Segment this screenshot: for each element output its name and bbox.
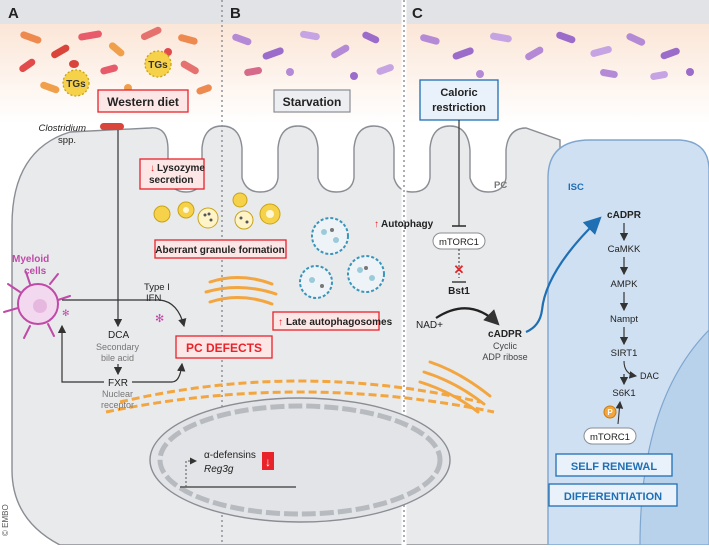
autophagy-arrow-icon: ↑ bbox=[374, 219, 379, 230]
late-autophagosomes-box bbox=[272, 311, 380, 331]
western-diet-label: Western diet bbox=[107, 95, 179, 109]
triglyceride-droplet-2 bbox=[144, 50, 172, 78]
aberrant-granule-label: Aberrant granule formation bbox=[155, 245, 284, 256]
bacteria-starvation bbox=[232, 30, 394, 80]
phosphate-label: P bbox=[607, 408, 613, 417]
dca-label: DCA bbox=[108, 330, 129, 341]
myeloid-label-1: Myeloid bbox=[12, 254, 49, 265]
phosphate-icon bbox=[603, 405, 617, 419]
starvation-box bbox=[273, 89, 351, 113]
lysozyme-box bbox=[139, 158, 205, 190]
panel-c-label: C bbox=[412, 5, 423, 22]
bacteria-western bbox=[19, 26, 212, 95]
mtorc1-isc-label: mTORC1 bbox=[590, 432, 630, 443]
dac-label: DAC bbox=[640, 371, 660, 381]
late-autophagosomes-label: Late autophagosomes bbox=[286, 317, 393, 328]
lysozyme-label-1: Lysozyme bbox=[157, 163, 205, 174]
caloric-label-2: restriction bbox=[432, 102, 486, 114]
triglyceride-droplet-1 bbox=[62, 69, 90, 97]
panel-b-label: B bbox=[230, 5, 241, 22]
self-renewal-box bbox=[555, 453, 673, 477]
panel-header-bar bbox=[0, 0, 709, 24]
fxr-label: FXR bbox=[108, 378, 128, 389]
cadpr-export-arrow bbox=[525, 216, 602, 334]
myeloid-to-pc-defects-arrow bbox=[62, 299, 187, 328]
myeloid-label-2: cells bbox=[24, 266, 47, 277]
myeloid-cell bbox=[3, 271, 71, 339]
block-x-icon: ✕ bbox=[454, 262, 465, 277]
myeloid-star-icon: ✻ bbox=[62, 308, 70, 318]
isc-label: ISC bbox=[568, 182, 584, 193]
cadpr-isc-label: cADPR bbox=[607, 210, 642, 221]
pc-nucleus bbox=[149, 397, 451, 523]
autophagy-label: Autophagy bbox=[381, 219, 434, 230]
pc-label: PC bbox=[494, 180, 507, 191]
caloric-label-1: Caloric bbox=[440, 87, 477, 99]
receptor-label: receptor bbox=[101, 400, 134, 410]
s6k1-label: S6K1 bbox=[612, 388, 635, 399]
golgi-apparatus-c bbox=[418, 360, 492, 414]
type-i-label: Type I bbox=[144, 282, 170, 293]
mtorc1-isc-box bbox=[583, 427, 637, 445]
ampk-label: AMPK bbox=[611, 279, 639, 290]
sirt1-dac-arrow bbox=[623, 360, 638, 379]
cyclic-label: Cyclic bbox=[493, 341, 517, 351]
endoplasmic-reticulum bbox=[105, 379, 495, 414]
down-arrow-icon: ↓ bbox=[265, 455, 271, 469]
transcription-arrow bbox=[185, 457, 197, 487]
sirt1-label: SIRT1 bbox=[611, 348, 638, 359]
nad-label: NAD+ bbox=[416, 320, 443, 331]
aberrant-granule-box bbox=[154, 239, 287, 259]
fxr-to-pc-defects-arrow bbox=[132, 362, 186, 383]
fxr-to-myeloid-arrow bbox=[57, 324, 104, 383]
bst1-label: Bst1 bbox=[448, 286, 470, 297]
bile-acid-label: bile acid bbox=[101, 353, 134, 363]
late-auto-arrow-icon: ↑ bbox=[278, 317, 283, 328]
differentiation-label: DIFFERENTIATION bbox=[564, 491, 662, 503]
pc-defects-box bbox=[175, 335, 273, 359]
tgs-label-1: TGs bbox=[66, 79, 86, 90]
ifn-star-icon: ✻ bbox=[155, 313, 164, 325]
clostridium-label: Clostridium bbox=[38, 123, 86, 134]
embo-copyright: © EMBO bbox=[1, 504, 10, 536]
alpha-defensins-label: α-defensins bbox=[204, 450, 256, 461]
lysozyme-label-2: secretion bbox=[149, 175, 193, 186]
golgi-apparatus-b bbox=[204, 275, 278, 306]
western-diet-box bbox=[97, 89, 189, 113]
bacteria-caloric bbox=[420, 31, 694, 80]
adp-ribose-label: ADP ribose bbox=[482, 352, 527, 362]
ifn-label: IFN bbox=[146, 293, 161, 304]
differentiation-box bbox=[548, 483, 678, 507]
panel-a-label: A bbox=[8, 5, 19, 22]
secondary-label: Secondary bbox=[96, 342, 140, 352]
clostridium-bacterium bbox=[100, 123, 124, 130]
caloric-restriction-box bbox=[419, 79, 499, 121]
autophagosomes bbox=[299, 217, 385, 299]
starvation-label: Starvation bbox=[283, 95, 342, 109]
camkk-label: CaMKK bbox=[608, 244, 641, 255]
tgs-label-2: TGs bbox=[148, 60, 168, 71]
lysozyme-arrow-icon: ↓ bbox=[150, 163, 155, 174]
nampt-label: Nampt bbox=[610, 314, 638, 325]
reg3g-label: Reg3g bbox=[204, 464, 234, 475]
mtorc1-s6k1-arrow bbox=[615, 400, 624, 425]
cadpr-pc-label: cADPR bbox=[488, 329, 523, 340]
nad-to-cadpr-arrow bbox=[435, 307, 500, 326]
secretory-granules bbox=[153, 192, 281, 230]
pc-defects-label: PC DEFECTS bbox=[186, 341, 262, 355]
nuclear-label: Nuclear bbox=[102, 389, 133, 399]
downregulation-badge bbox=[262, 452, 274, 470]
self-renewal-label: SELF RENEWAL bbox=[571, 461, 657, 473]
clostridium-spp-label: spp. bbox=[58, 135, 76, 146]
nuclear-envelope bbox=[157, 403, 443, 517]
mtorc1-pc-label: mTORC1 bbox=[439, 237, 479, 248]
